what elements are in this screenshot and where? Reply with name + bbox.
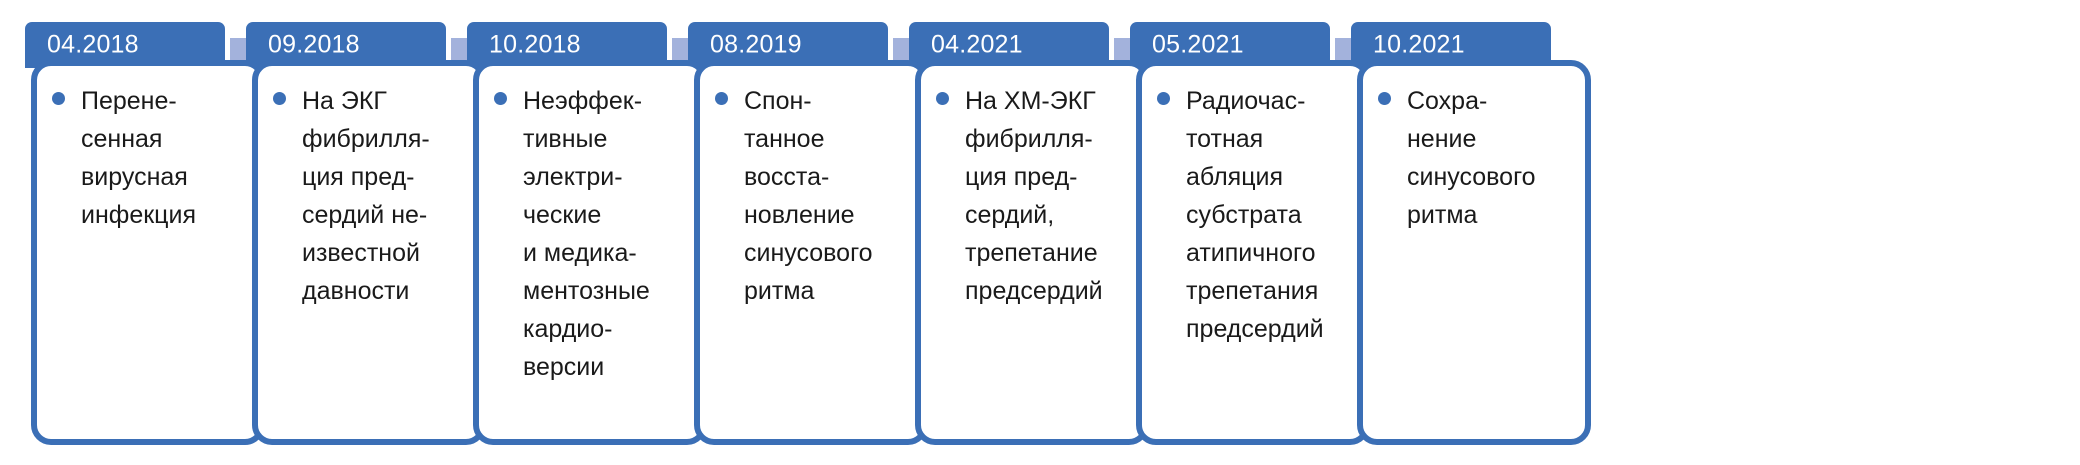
timeline-step: 09.2018 На ЭКГ фибрилля- ция пред- сердий… xyxy=(246,0,513,465)
timeline-card-text: Сохра- нение синусового ритма xyxy=(1407,87,1536,229)
bullet-point-icon xyxy=(1378,92,1391,105)
timeline-card: Неэффек- тивные электри- ческие и медика… xyxy=(473,60,707,445)
bullet-point-icon xyxy=(936,92,949,105)
bullet-row: На ХМ-ЭКГ фибрилля- ция пред- сердий, тр… xyxy=(936,82,1137,310)
timeline-date-label: 04.2018 xyxy=(47,30,139,59)
timeline-card: Спон- танное восста- новление синусового… xyxy=(694,60,928,445)
timeline-card-text: Неэффек- тивные электри- ческие и медика… xyxy=(523,87,650,381)
timeline-card: Сохра- нение синусового ритма xyxy=(1357,60,1591,445)
timeline-card-text: Радиочас- тотная абляция субстрата атипи… xyxy=(1186,87,1324,343)
bullet-point-icon xyxy=(1157,92,1170,105)
bullet-point-icon xyxy=(715,92,728,105)
timeline-card-text: Спон- танное восста- новление синусового… xyxy=(744,87,873,305)
timeline-card-text: На ХМ-ЭКГ фибрилля- ция пред- сердий, тр… xyxy=(965,87,1103,305)
timeline-card-text: На ЭКГ фибрилля- ция пред- сердий не- из… xyxy=(302,87,430,305)
timeline-date-label: 05.2021 xyxy=(1152,30,1244,59)
timeline-date-label: 04.2021 xyxy=(931,30,1023,59)
bullet-point-icon xyxy=(273,92,286,105)
timeline-date-label: 09.2018 xyxy=(268,30,360,59)
bullet-row: Радиочас- тотная абляция субстрата атипи… xyxy=(1157,82,1358,348)
timeline-card: На ХМ-ЭКГ фибрилля- ция пред- сердий, тр… xyxy=(915,60,1149,445)
timeline-card: Перене- сенная вирусная инфекция xyxy=(31,60,265,445)
timeline-date-label: 08.2019 xyxy=(710,30,802,59)
timeline-date-label: 10.2018 xyxy=(489,30,581,59)
timeline-card: Радиочас- тотная абляция субстрата атипи… xyxy=(1136,60,1370,445)
timeline-card: На ЭКГ фибрилля- ция пред- сердий не- из… xyxy=(252,60,486,445)
bullet-row: Сохра- нение синусового ритма xyxy=(1378,82,1579,234)
timeline-date-label: 10.2021 xyxy=(1373,30,1465,59)
bullet-row: На ЭКГ фибрилля- ция пред- сердий не- из… xyxy=(273,82,474,310)
bullet-row: Неэффек- тивные электри- ческие и медика… xyxy=(494,82,695,386)
bullet-row: Спон- танное восста- новление синусового… xyxy=(715,82,916,310)
timeline-card-text: Перене- сенная вирусная инфекция xyxy=(81,87,197,229)
timeline-step: 04.2021 На ХМ-ЭКГ фибрилля- ция пред- сер… xyxy=(909,0,1176,465)
bullet-point-icon xyxy=(52,92,65,105)
bullet-point-icon xyxy=(494,92,507,105)
bullet-row: Перене- сенная вирусная инфекция xyxy=(52,82,253,234)
